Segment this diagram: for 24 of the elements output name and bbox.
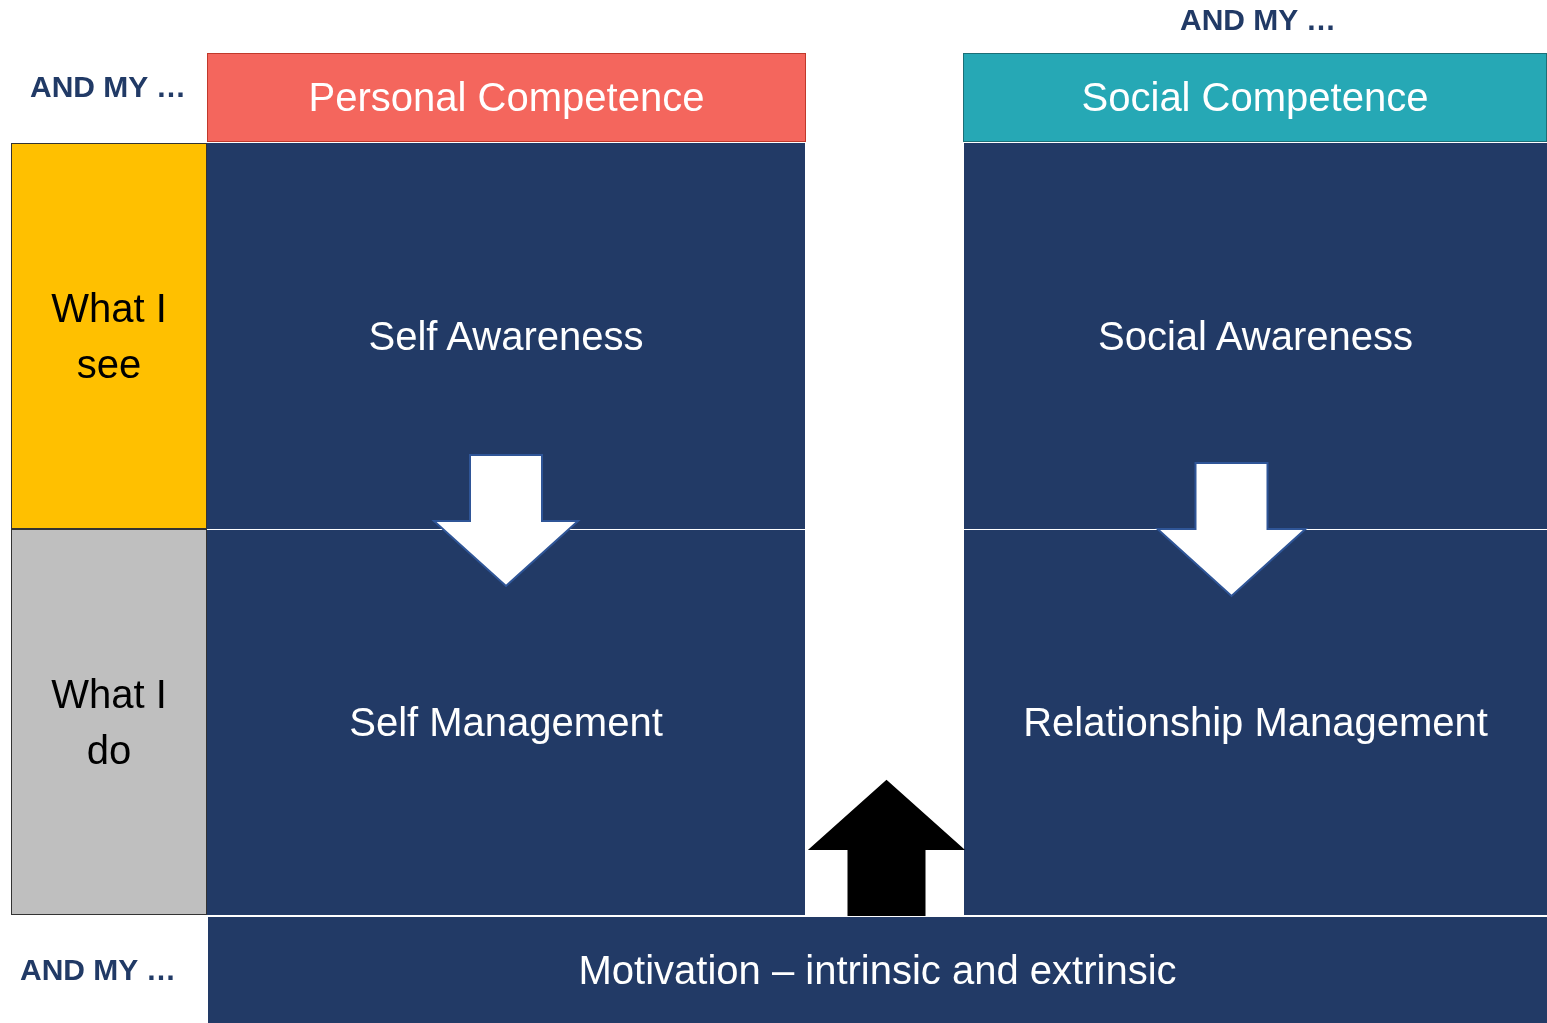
node-text: Social Competence — [1081, 75, 1429, 120]
row-heading: AND MY … — [30, 70, 187, 104]
node-text: Self Awareness — [368, 313, 644, 359]
block-arrow — [431, 454, 581, 588]
quadrant-box — [207, 530, 805, 915]
block-arrow — [807, 779, 966, 916]
node-text: Motivation – intrinsic and extrinsic — [578, 947, 1177, 993]
node-text: Relationship Management — [1023, 700, 1488, 745]
base-bar — [208, 917, 1547, 1023]
header-bar — [963, 53, 1547, 142]
row-heading: AND MY … — [20, 953, 177, 987]
row-label-box — [11, 529, 207, 915]
node-text: Social Awareness — [1098, 313, 1413, 359]
node-text: What I see — [50, 285, 168, 388]
node-text: Personal Competence — [308, 75, 705, 120]
row-label-box — [11, 143, 207, 529]
row-heading: AND MY … — [1180, 3, 1337, 37]
block-arrow — [1154, 462, 1309, 598]
node-text: What I do — [50, 671, 168, 774]
quadrant-box — [964, 143, 1547, 529]
node-text: Self Management — [349, 700, 663, 745]
quadrant-box — [964, 530, 1547, 915]
header-bar — [207, 53, 806, 142]
quadrant-box — [207, 143, 805, 529]
